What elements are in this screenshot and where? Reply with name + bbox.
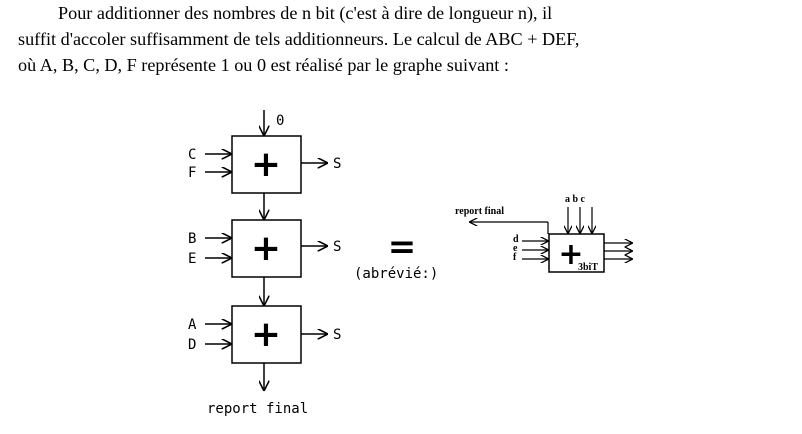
paragraph-line-1: Pour additionner des nombres de n bit (c… — [58, 3, 553, 23]
adder-3-input-2-label: D — [188, 337, 196, 353]
abbreviated-label: (abrévié:) — [354, 266, 438, 282]
carry-in-label: 0 — [276, 113, 284, 129]
equals-symbol: = — [388, 227, 417, 267]
compact-input-d-label: d — [513, 234, 519, 245]
compact-3bit-adder: report final a b c + 3biT d e f — [455, 194, 632, 273]
intro-paragraph: Pour additionner des nombres de n bit (c… — [18, 0, 782, 78]
adder-3-output-label: S — [333, 327, 341, 343]
compact-input-e-label: e — [513, 243, 518, 254]
adder-2-output-label: S — [333, 239, 341, 255]
adder-1-input-1-label: C — [188, 147, 196, 163]
final-carry-label: report final — [207, 401, 308, 417]
adder-1-plus-symbol: + — [251, 144, 281, 185]
adder-2-plus-symbol: + — [251, 228, 281, 269]
adder-1-box — [231, 135, 302, 194]
adder-1: C F S + — [188, 135, 341, 194]
adder-3: A D S + — [188, 305, 341, 364]
compact-input-f-label: f — [513, 252, 517, 263]
adder-2-box — [231, 219, 302, 278]
compact-top-inputs-label: a b c — [565, 194, 586, 205]
compact-adder-box — [548, 233, 605, 273]
paragraph-line-2: suffit d'accoler suffisamment de tels ad… — [18, 29, 580, 49]
adder-3-plus-symbol: + — [251, 314, 281, 355]
paragraph-line-3: où A, B, C, D, F représente 1 ou 0 est r… — [18, 55, 509, 75]
adder-2: B E S + — [188, 219, 341, 278]
adder-2-input-1-label: B — [188, 231, 196, 247]
compact-plus-symbol: + — [558, 237, 583, 272]
adder-1-output-label: S — [333, 156, 341, 172]
compact-bits-label: 3biT — [578, 262, 598, 273]
adder-2-input-2-label: E — [188, 251, 196, 267]
adder-1-input-2-label: F — [188, 165, 196, 181]
compact-carry-out-label: report final — [455, 206, 504, 217]
adder-3-input-1-label: A — [188, 317, 197, 333]
